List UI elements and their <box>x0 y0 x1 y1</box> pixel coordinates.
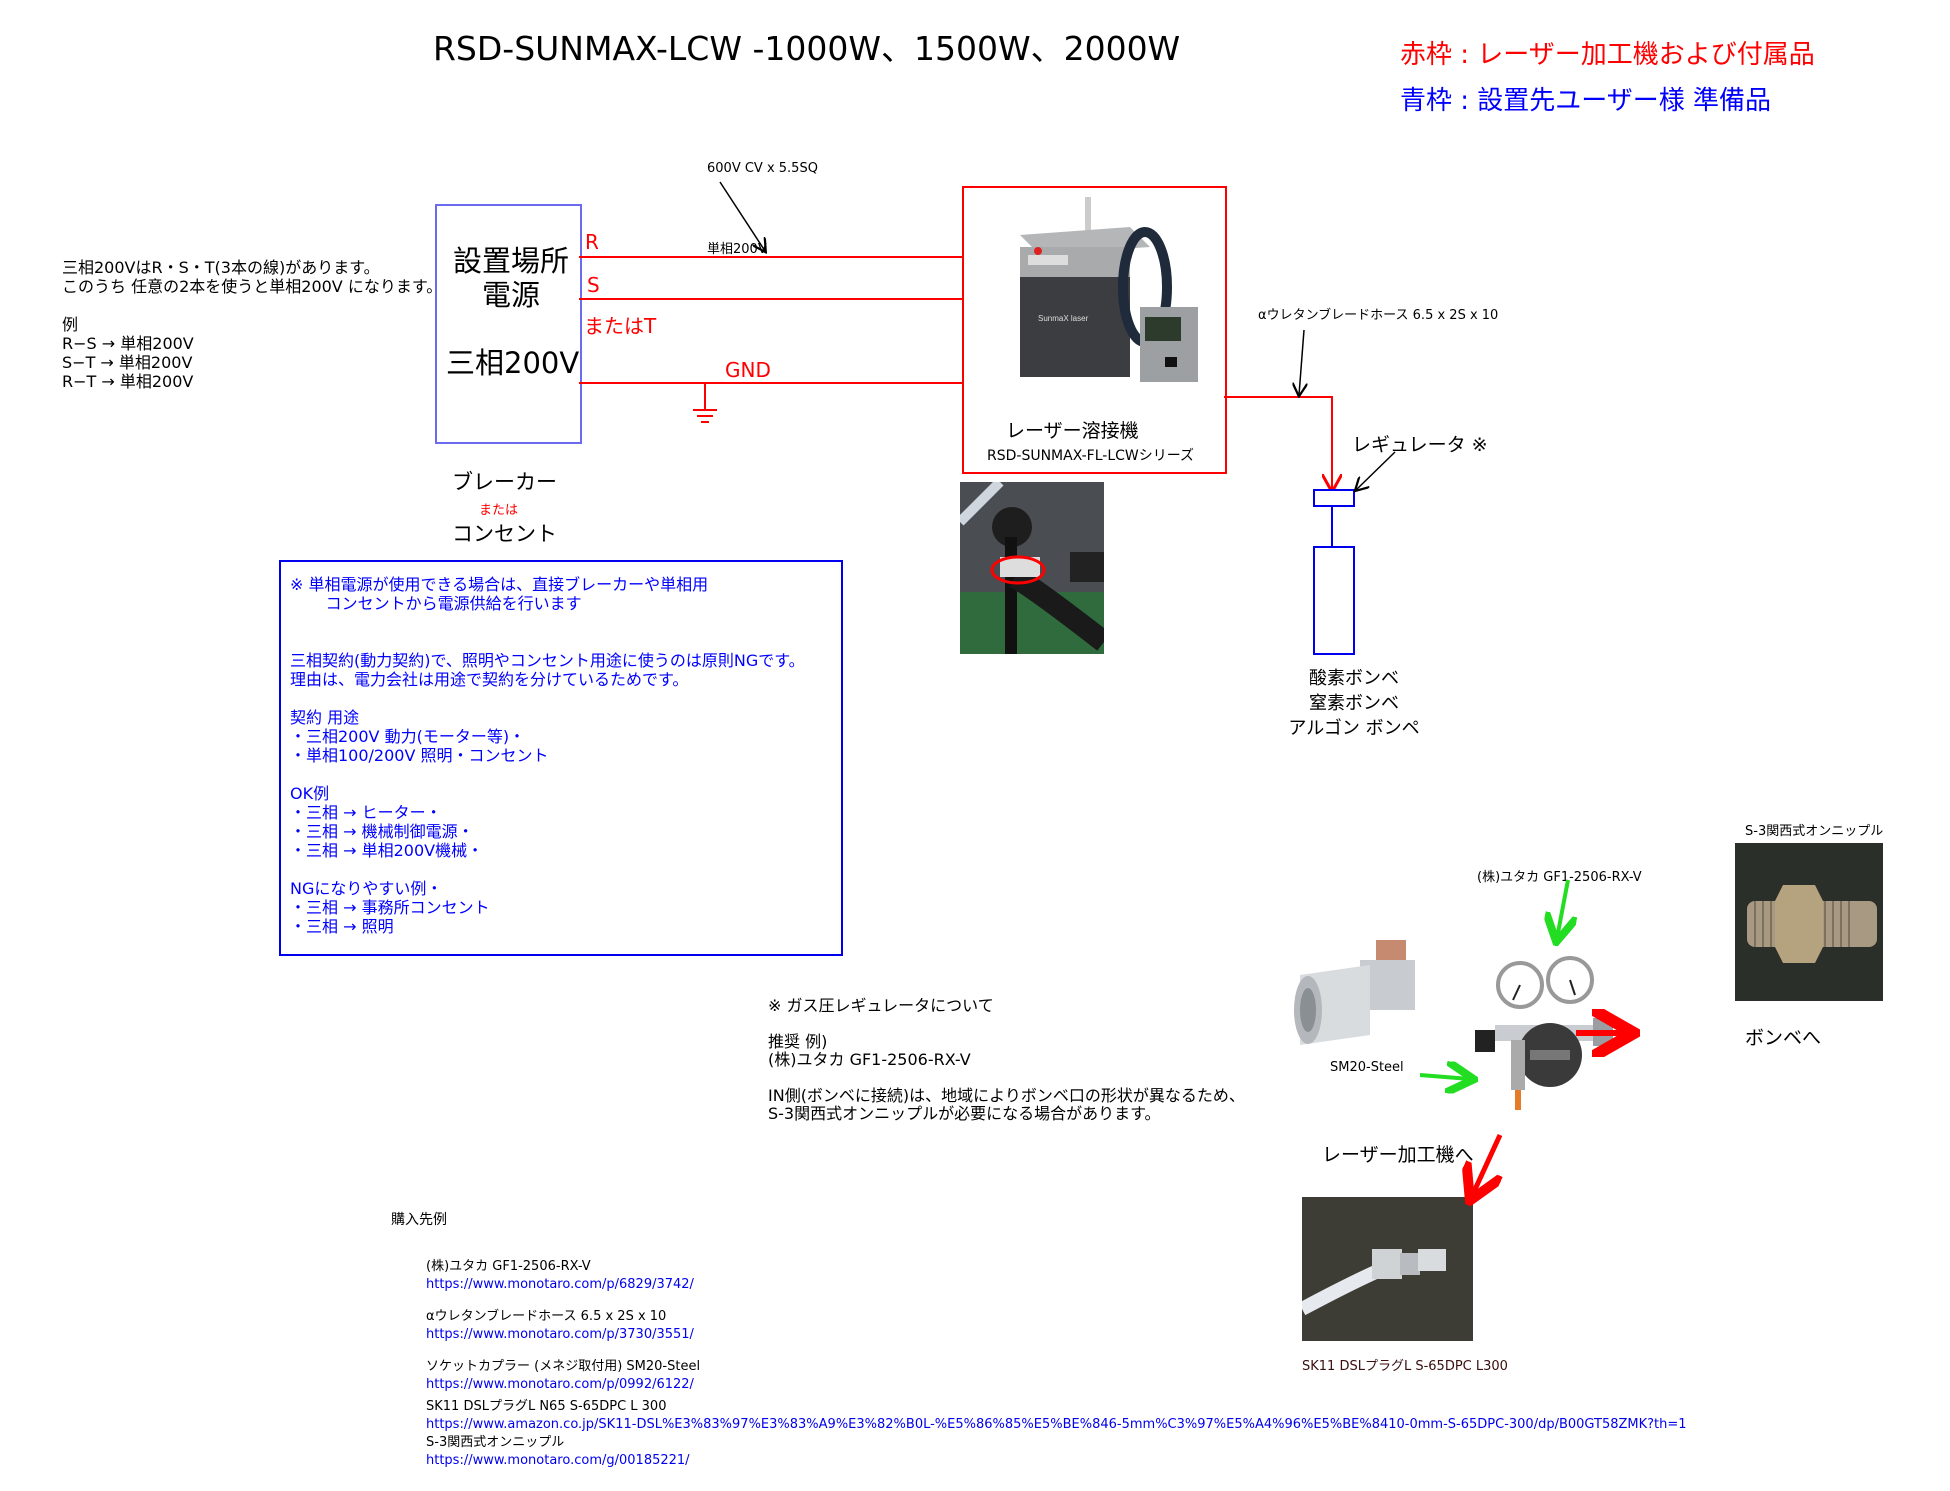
cylinder-name: 酸素ボンベ <box>1309 668 1399 689</box>
page-title: RSD-SUNMAX-LCW -1000W、1500W、2000W <box>433 29 1181 68</box>
power-source-label: 設置場所 電源 <box>446 244 576 312</box>
wire-r-label: R <box>585 230 599 254</box>
gas-note-line: S-3関西式オンニップルが必要になる場合があります。 <box>768 1104 1161 1123</box>
purchase-item-link[interactable]: https://www.monotaro.com/p/0992/6122/ <box>426 1377 694 1392</box>
note-line: 理由は、電力会社は用途で契約を分けているためです。 <box>290 670 689 689</box>
note-line: 三相契約(動力契約)で、照明やコンセント用途に使うのは原則NGです。 <box>290 651 805 670</box>
single-phase-label: 単相200V <box>707 242 767 257</box>
power-source-label-line1: 設置場所 <box>452 244 569 278</box>
cylinder-name: 窒素ボンベ <box>1309 693 1399 714</box>
outlet-label: コンセント <box>452 522 557 546</box>
wire-t-label: またはT <box>584 314 657 338</box>
yutaka-regulator-label: (株)ユタカ GF1-2506-RX-V <box>1477 870 1642 885</box>
single-phase-note-box <box>279 560 843 956</box>
wire-gnd-label: GND <box>725 358 771 382</box>
note-line: ・三相 → 照明 <box>290 917 394 936</box>
gas-hose-line <box>1224 396 1332 490</box>
purchase-item-name: SK11 DSLプラグL N65 S-65DPC L 300 <box>426 1399 667 1414</box>
purchase-item-name: αウレタンブレードホース 6.5 x 2S x 10 <box>426 1309 667 1324</box>
purchase-item-link[interactable]: https://www.amazon.co.jp/SK11-DSL%E3%83%… <box>426 1417 1687 1432</box>
svg-text:SunmaX laser: SunmaX laser <box>1038 314 1089 323</box>
machine-name: レーザー溶接機 <box>1006 420 1139 442</box>
cable-spec-arrow <box>719 181 765 251</box>
hose-spec-label: αウレタンブレードホース 6.5 x 2S x 10 <box>1258 308 1499 323</box>
single-phase-note-text: ※ 単相電源が使用できる場合は、直接ブレーカーや単相用 コンセントから電源供給を… <box>290 575 805 936</box>
hose-spec-arrow <box>1299 329 1304 395</box>
or-label: または <box>479 503 519 518</box>
note-line: ・三相200V 動力(モーター等)・ <box>290 727 526 746</box>
explanation-line: 三相200VはR・S・T(3本の線)があります。 <box>62 258 380 277</box>
gas-cylinder <box>1313 546 1355 655</box>
green-arrow-regulator <box>1557 879 1568 938</box>
note-line: ・三相 → 事務所コンセント <box>290 898 490 917</box>
purchase-list: (株)ユタカ GF1-2506-RX-V https://www.monotar… <box>426 1258 1687 1470</box>
gas-note-line: 推奨 例) <box>768 1032 828 1051</box>
power-source-label-line2: 電源 <box>481 278 540 312</box>
note-line: ・三相 → 機械制御電源・ <box>290 822 474 841</box>
nipple-photo <box>1735 843 1883 1001</box>
laser-welder-photo: SunmaX laser <box>1000 197 1200 392</box>
gas-note-line: IN側(ボンベに接続)は、地域によりボンベ口の形状が異なるため、 <box>768 1086 1245 1105</box>
plug-photo <box>1298 1197 1473 1341</box>
note-line: ・三相 → ヒーター・ <box>290 803 442 822</box>
purchase-item-link[interactable]: https://www.monotaro.com/p/6829/3742/ <box>426 1277 694 1292</box>
regulator-box <box>1313 489 1355 507</box>
gas-cylinder-names: 酸素ボンベ 窒素ボンベ アルゴン ボンペ <box>1284 666 1424 741</box>
purchase-item-name: ソケットカプラー (メネジ取付用) SM20-Steel <box>426 1359 701 1374</box>
cable-connection-photo <box>956 478 1111 654</box>
socket-coupler-photo <box>1290 940 1420 1055</box>
laser-welder-frame <box>962 186 1227 474</box>
red-arrow-to-laser <box>1472 1133 1500 1196</box>
note-line: ※ 単相電源が使用できる場合は、直接ブレーカーや単相用 <box>290 575 709 594</box>
explanation-line: S−T → 単相200V <box>62 353 193 372</box>
explanation-line: R−T → 単相200V <box>62 372 194 391</box>
explanation-line: R−S → 単相200V <box>62 334 194 353</box>
to-laser-label: レーザー加工機へ <box>1322 1144 1474 1166</box>
note-line: ・単相100/200V 照明・コンセント <box>290 746 549 765</box>
wire-s-label: S <box>587 273 600 297</box>
legend-red-frame: 赤枠 : レーザー加工機および付属品 <box>1400 40 1815 70</box>
note-line: 契約 用途 <box>290 708 360 727</box>
purchase-item-link[interactable]: https://www.monotaro.com/g/00185221/ <box>426 1453 690 1468</box>
purchase-title: 購入先例 <box>391 1212 447 1228</box>
explanation-line: このうち 任意の2本を使うと単相200V になります。 <box>62 277 443 296</box>
note-line: OK例 <box>290 784 330 803</box>
ground-icon <box>693 384 717 423</box>
purchase-item-name: S-3関西式オンニップル <box>426 1435 565 1450</box>
breaker-label: ブレーカー <box>452 470 557 494</box>
gas-note-line: ※ ガス圧レギュレータについて <box>768 996 994 1015</box>
sm20-label: SM20-Steel <box>1330 1060 1404 1075</box>
nipple-label: S-3関西式オンニップル <box>1745 824 1884 839</box>
purchase-item-name: (株)ユタカ GF1-2506-RX-V <box>426 1259 591 1274</box>
regulator-arrow <box>1356 451 1396 490</box>
power-source-box <box>435 204 582 444</box>
cable-spec-label: 600V CV x 5.5SQ <box>707 161 818 176</box>
note-line: コンセントから電源供給を行います <box>290 594 582 613</box>
plug-label: SK11 DSLプラグL S-65DPC L300 <box>1302 1359 1508 1374</box>
explanation-line: 例 <box>62 315 79 334</box>
gas-note-line: (株)ユタカ GF1-2506-RX-V <box>768 1050 971 1069</box>
note-line: ・三相 → 単相200V機械・ <box>290 841 484 860</box>
regulator-label: レギュレータ ※ <box>1352 434 1488 456</box>
machine-series: RSD-SUNMAX-FL-LCWシリーズ <box>987 448 1195 464</box>
green-arrow-inlet <box>1419 1075 1470 1079</box>
three-phase-explanation: 三相200VはR・S・T(3本の線)があります。 このうち 任意の2本を使うと単… <box>62 258 442 391</box>
note-line: NGになりやすい例・ <box>290 879 443 898</box>
to-cylinder-label: ボンベへ <box>1745 1027 1822 1049</box>
legend-blue-frame: 青枠 : 設置先ユーザー様 準備品 <box>1400 86 1772 116</box>
gas-regulator-note: ※ ガス圧レギュレータについて 推奨 例) (株)ユタカ GF1-2506-RX… <box>768 997 1245 1123</box>
cylinder-name: アルゴン ボンペ <box>1288 718 1420 739</box>
power-source-voltage: 三相200V <box>446 346 580 380</box>
purchase-item-link[interactable]: https://www.monotaro.com/p/3730/3551/ <box>426 1327 694 1342</box>
